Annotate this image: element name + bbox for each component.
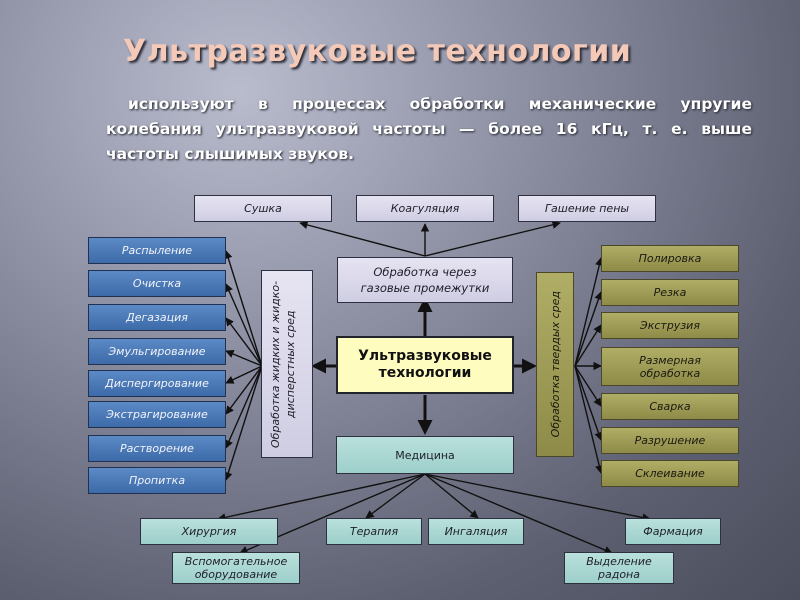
item-ingalyatsiya: Ингаляция bbox=[428, 518, 524, 545]
item-polirovka: Полировка bbox=[601, 245, 739, 272]
item-rezka: Резка bbox=[601, 279, 739, 306]
item-farmatsiya: Фармация bbox=[625, 518, 721, 545]
item-rastvorenie: Растворение bbox=[88, 435, 226, 462]
slide-title: Ультразвуковые технологии bbox=[123, 34, 632, 69]
item-razmernaya-obrabotka: Размерная обработка bbox=[601, 347, 739, 386]
branch-liquid: Обработка жидких и жидко-дисперстных сре… bbox=[261, 270, 313, 458]
item-koagulyatsiya: Коагуляция bbox=[356, 195, 494, 222]
branch-solid: Обработка твердых сред bbox=[536, 272, 574, 457]
item-terapiya: Терапия bbox=[326, 518, 422, 545]
item-ekstruziya: Экструзия bbox=[601, 312, 739, 339]
branch-liquid-label: Обработка жидких и жидко-дисперстных сре… bbox=[269, 280, 297, 448]
center-node: Ультразвуковые технологии bbox=[336, 336, 514, 394]
item-skleivanie: Склеивание bbox=[601, 460, 739, 487]
item-vspomogatelnoe-oborudovanie: Вспомогательное оборудование bbox=[172, 552, 300, 584]
item-emulgirovanie: Эмульгирование bbox=[88, 338, 226, 365]
item-raspylenie: Распыление bbox=[88, 237, 226, 264]
item-ekstragirovanie: Экстрагирование bbox=[88, 401, 226, 428]
branch-medicine: Медицина bbox=[336, 436, 514, 474]
branch-solid-label: Обработка твердых сред bbox=[548, 291, 562, 438]
item-khirurgiya: Хирургия bbox=[140, 518, 278, 545]
slide-subtitle: используют в процессах обработки механич… bbox=[106, 95, 752, 163]
item-sushka: Сушка bbox=[194, 195, 332, 222]
item-propitka: Пропитка bbox=[88, 467, 226, 494]
item-gashenie-peny: Гашение пены bbox=[518, 195, 656, 222]
item-svarka: Сварка bbox=[601, 393, 739, 420]
item-ochistka: Очистка bbox=[88, 270, 226, 297]
branch-gas: Обработка через газовые промежутки bbox=[337, 257, 513, 303]
item-dispergirovanie: Диспергирование bbox=[88, 370, 226, 397]
item-vydelenie-radona: Выделение радона bbox=[564, 552, 674, 584]
item-degazatsiya: Дегазация bbox=[88, 304, 226, 331]
item-razrushenie: Разрушение bbox=[601, 427, 739, 454]
